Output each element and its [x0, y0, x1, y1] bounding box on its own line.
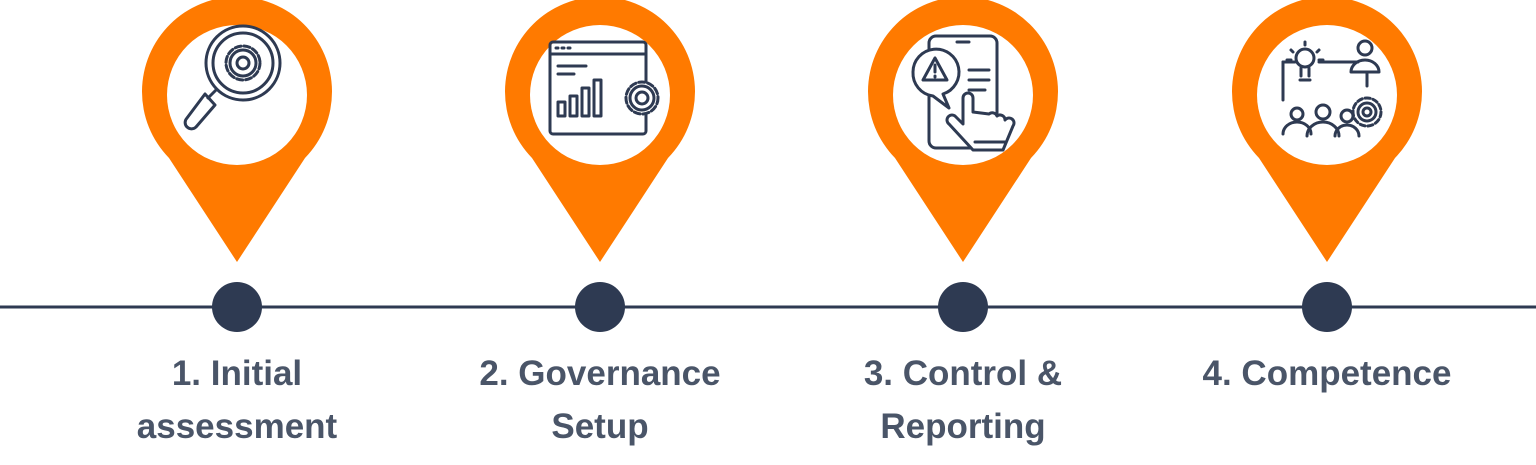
step-4 [1232, 0, 1422, 332]
step-1-label: 1. Initial assessment [87, 347, 387, 453]
step-4-pin-inner [1257, 25, 1397, 165]
step-1-label-line-1: 1. Initial assessment [136, 354, 338, 446]
phone-alert-icon [911, 34, 1016, 152]
step-2-label-line-1: 2. Governance [479, 354, 721, 393]
step-3 [868, 0, 1058, 332]
step-3-node [938, 282, 988, 332]
team-idea-icon [1281, 39, 1383, 138]
step-3-label-line-1: 3. Control & [863, 354, 1063, 393]
step-1-node [212, 282, 262, 332]
step-4-label: 4. Competence [1177, 347, 1477, 400]
step-2 [505, 0, 695, 332]
step-2-node [575, 282, 625, 332]
step-3-label-line-2: Reporting [880, 407, 1046, 446]
step-3-label: 3. Control & Reporting [813, 347, 1113, 453]
step-2-label: 2. Governance Setup [450, 347, 750, 453]
dashboard-gear-icon [548, 40, 660, 136]
step-4-label-line-1: 4. Competence [1202, 354, 1452, 393]
step-1 [142, 0, 332, 332]
step-2-label-line-2: Setup [551, 407, 649, 446]
step-4-node [1302, 282, 1352, 332]
magnifier-gear-icon [183, 24, 282, 131]
